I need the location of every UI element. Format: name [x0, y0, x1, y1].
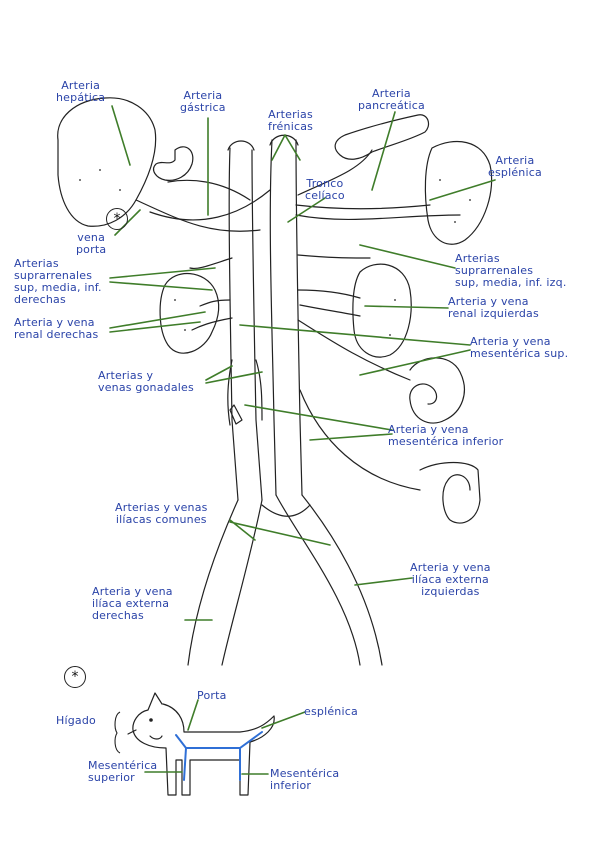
legend-mesenterica-superior: Mesentérica superior	[88, 759, 158, 784]
right-kidney-outline	[159, 272, 220, 354]
pancreas-outline	[334, 114, 430, 160]
pointer-renal-izq	[364, 305, 449, 309]
pointer-pancreatica	[371, 111, 396, 191]
pointer-supra-der	[109, 267, 216, 291]
label-suprarrenales-derechas: Arterias suprarrenales sup, media, inf. …	[14, 257, 102, 306]
label-renal-derechas: Arteria y vena renal derechas	[14, 316, 99, 341]
label-arteria-pancreatica: Arteria pancreática	[358, 87, 425, 112]
higado-brace	[114, 711, 121, 754]
label-mesenterica-inferior: Arteria y vena mesentérica inferior	[388, 423, 504, 448]
pointer-mes-sup	[239, 324, 471, 376]
pointer-hepatica	[111, 105, 131, 166]
legend-mesenterica-inferior: Mesentérica inferior	[270, 767, 340, 792]
pointer-esplenica	[429, 179, 496, 201]
pointer-supra-izq	[359, 244, 456, 269]
stomach-outline	[153, 146, 194, 181]
pointer-gonadales	[205, 365, 263, 384]
label-suprarrenales-izquierdas: Arterias suprarrenales sup, media, inf. …	[455, 252, 567, 289]
label-iliaca-derechas: Arteria y vena ilíaca externa derechas	[92, 585, 173, 622]
label-vena-porta: vena porta	[76, 231, 107, 256]
asterisk-marker-icon: *	[106, 208, 128, 230]
aorta	[269, 139, 303, 496]
pointer-tronco	[287, 197, 326, 223]
asterisk-legend-icon: *	[64, 666, 86, 688]
pointer-renal-der	[109, 311, 206, 333]
label-tronco-celiaco: Tronco celíaco	[305, 177, 345, 202]
celiac-branches	[149, 149, 461, 221]
label-iliacas-comunes: Arterias y venas ilíacas comunes	[115, 501, 208, 526]
label-iliaca-izquierdas: Arteria y vena ilíaca externa izquierdas	[410, 561, 491, 598]
dog-pointer-porta	[187, 699, 199, 731]
label-arterias-frenicas: Arterias frénicas	[268, 108, 314, 133]
legend-porta: Porta	[197, 689, 227, 702]
intestine-loops	[409, 357, 465, 424]
pointer-iliacas-comunes	[229, 519, 331, 546]
pointer-iliaca-izq	[354, 577, 413, 586]
inferior-mesenteric	[299, 389, 421, 491]
label-gonadales: Arterias y venas gonadales	[98, 369, 194, 394]
legend-esplenica: esplénica	[304, 705, 358, 718]
iliac-vessels	[187, 494, 383, 666]
superior-mesenteric	[297, 319, 411, 381]
legend-higado: Hígado	[56, 714, 96, 727]
liver-outline	[57, 97, 157, 227]
spleen-outline	[424, 140, 493, 245]
label-arteria-hepatica: Arteria hepática	[56, 79, 106, 104]
pointer-mes-inf	[244, 404, 393, 441]
pointer-frenicas	[271, 134, 301, 161]
colon-outline	[419, 461, 481, 524]
pointer-porta	[114, 209, 141, 236]
dog-vein-line	[175, 731, 263, 781]
label-mesenterica-sup: Arteria y vena mesentérica sup.	[470, 335, 569, 360]
label-renal-izquierdas: Arteria y vena renal izquierdas	[448, 295, 539, 320]
vena-cava	[228, 147, 263, 501]
left-kidney-outline	[352, 263, 412, 358]
label-arteria-esplenica: Arteria esplénica	[488, 154, 542, 179]
label-arteria-gastrica: Arteria gástrica	[180, 89, 226, 114]
dog-pointer-esplenica	[261, 711, 306, 729]
